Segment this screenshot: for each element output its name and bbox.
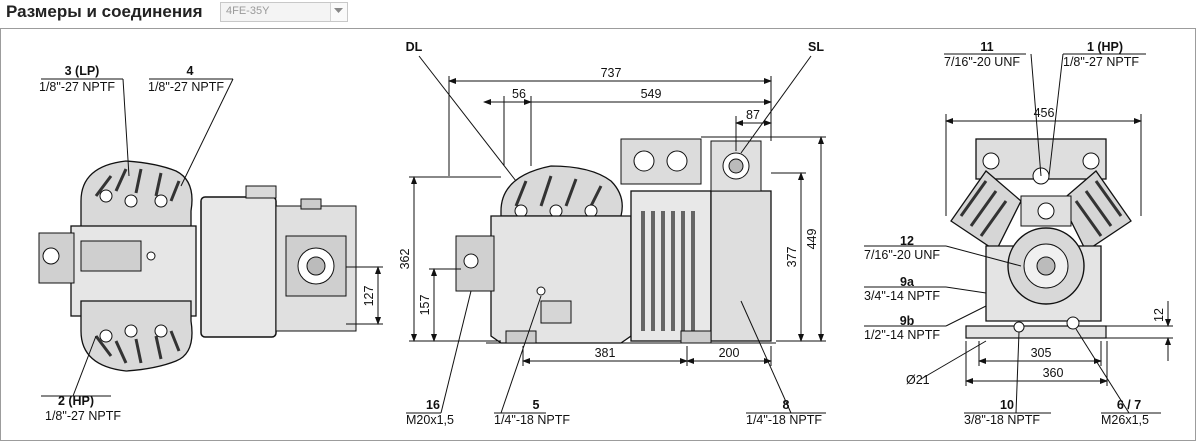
callout-4-spec: 1/8"-27 NPTF: [148, 80, 224, 94]
dim-737: 737: [601, 66, 622, 80]
model-select[interactable]: 4FE-35Y: [220, 2, 348, 22]
middle-view-labels: DL SL 737 56 549 87 362 157 377 449 381 …: [398, 40, 824, 427]
callout-11-spec: 7/16"-20 UNF: [944, 55, 1020, 69]
header: Размеры и соединения 4FE-35Y: [0, 0, 1197, 26]
chevron-down-icon[interactable]: [330, 3, 347, 21]
dim-200: 200: [719, 346, 740, 360]
dim-127: 127: [362, 286, 376, 307]
callout-1-number: 1 (HP): [1087, 40, 1123, 54]
technical-drawing: 3 (LP) 1/8"-27 NPTF 4 1/8"-27 NPTF 2 (HP…: [38, 40, 1173, 427]
callout-6-7-spec: M26x1,5: [1101, 413, 1149, 427]
left-view-labels: 3 (LP) 1/8"-27 NPTF 4 1/8"-27 NPTF 2 (HP…: [39, 64, 376, 423]
dim-360: 360: [1043, 366, 1064, 380]
page-title: Размеры и соединения: [6, 2, 203, 21]
label-dl: DL: [406, 40, 423, 54]
dim-456: 456: [1034, 106, 1055, 120]
dim-362: 362: [398, 249, 412, 270]
drawing-panel: 3 (LP) 1/8"-27 NPTF 4 1/8"-27 NPTF 2 (HP…: [0, 28, 1196, 441]
callout-10-spec: 3/8"-18 NPTF: [964, 413, 1040, 427]
dim-305: 305: [1031, 346, 1052, 360]
callout-1-spec: 1/8"-27 NPTF: [1063, 55, 1139, 69]
label-sl: SL: [808, 40, 824, 54]
callout-9a-spec: 3/4"-14 NPTF: [864, 289, 940, 303]
dim-381: 381: [595, 346, 616, 360]
left-view: [38, 78, 383, 397]
callout-9a-number: 9a: [900, 275, 915, 289]
callout-8-number: 8: [783, 398, 790, 412]
callout-9b-number: 9b: [900, 314, 915, 328]
callout-2-number: 2 (HP): [58, 394, 94, 408]
callout-3-spec: 1/8"-27 NPTF: [39, 80, 115, 94]
dim-449: 449: [805, 229, 819, 250]
callout-16-spec: M20x1,5: [406, 413, 454, 427]
callout-5-spec: 1/4"-18 NPTF: [494, 413, 570, 427]
right-view-labels: 11 7/16"-20 UNF 1 (HP) 1/8"-27 NPTF 456 …: [864, 40, 1166, 427]
model-select-value: 4FE-35Y: [226, 5, 270, 17]
callout-4-number: 4: [187, 64, 194, 78]
dim-549: 549: [641, 87, 662, 101]
callout-9b-spec: 1/2"-14 NPTF: [864, 328, 940, 342]
callout-5-number: 5: [533, 398, 540, 412]
dim-87: 87: [746, 108, 760, 122]
callout-10-number: 10: [1000, 398, 1014, 412]
callout-3-number: 3 (LP): [65, 64, 100, 78]
dim-hole-diameter: Ø21: [906, 373, 930, 387]
callout-2-spec: 1/8"-27 NPTF: [45, 409, 121, 423]
callout-11-number: 11: [980, 40, 993, 54]
callout-8-spec: 1/4"-18 NPTF: [746, 413, 822, 427]
dim-377: 377: [785, 247, 799, 268]
callout-12-spec: 7/16"-20 UNF: [864, 248, 940, 262]
right-view: [864, 53, 1173, 414]
dim-12: 12: [1152, 308, 1166, 322]
callout-6-7-number: 6 / 7: [1117, 398, 1141, 412]
dim-157: 157: [418, 295, 432, 316]
callout-12-number: 12: [900, 234, 914, 248]
callout-16-number: 16: [426, 398, 440, 412]
middle-view: [406, 55, 826, 414]
dim-56: 56: [512, 87, 526, 101]
